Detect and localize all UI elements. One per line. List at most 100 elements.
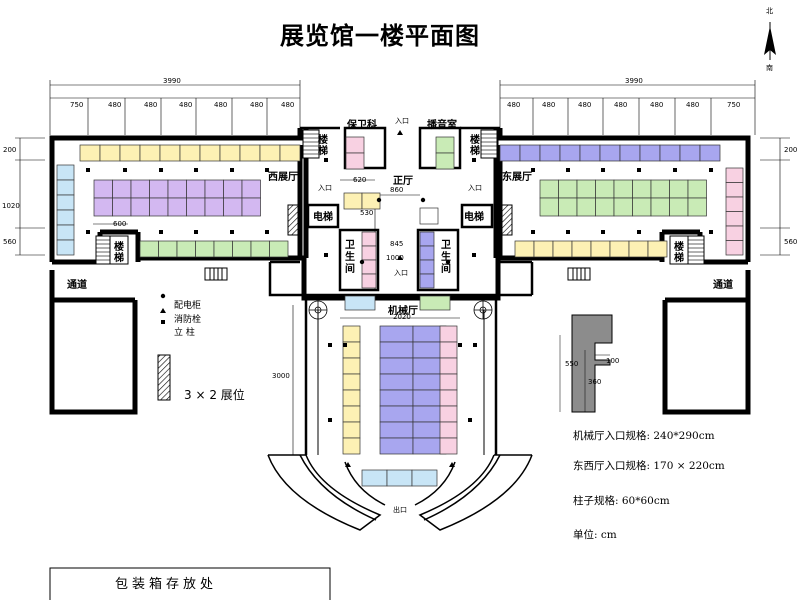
legend-hydrant: 消防栓: [174, 315, 202, 325]
booth-cell: [379, 341, 414, 359]
booth-cell: [79, 144, 101, 162]
booth-cell: [342, 373, 361, 391]
dim-480: 480: [179, 101, 193, 109]
booth-cell: [342, 421, 361, 439]
booth-cell: [599, 144, 621, 162]
booth-cell: [558, 179, 578, 199]
booth-cell: [439, 389, 458, 407]
west-entrance: 入口: [318, 184, 332, 192]
booth-group-center-pink: [345, 136, 365, 170]
booth-cell: [632, 197, 652, 217]
column-marker: [709, 230, 713, 234]
booth-cell: [119, 144, 141, 162]
booth-group-hall-green: [419, 295, 451, 311]
marker-layer: [86, 130, 713, 467]
booth-cell: [579, 144, 601, 162]
booth-cell: [590, 240, 611, 258]
booth-group-east-center: [539, 179, 707, 217]
booth-cell: [439, 341, 458, 359]
dim-560-left: 560: [3, 238, 17, 246]
booth-cell: [439, 421, 458, 439]
booth-group-west-center: [93, 179, 261, 217]
dim-550: 550: [565, 360, 579, 368]
booth-cell: [56, 194, 75, 211]
stairs-west-top-label: 楼梯: [318, 135, 328, 157]
booth-cell: [439, 405, 458, 423]
booth-cell: [552, 240, 573, 258]
booth-cell: [241, 197, 261, 217]
booth-cell: [241, 179, 261, 199]
booth-cell: [361, 273, 377, 289]
booth-cell: [342, 325, 361, 343]
booth-cell: [419, 295, 451, 311]
booth-cell: [167, 197, 187, 217]
room-east-hall: 东展厅: [502, 172, 532, 183]
dim-560-right: 560: [784, 238, 798, 246]
compass-icon: [764, 22, 776, 60]
column-marker: [324, 158, 328, 162]
column-marker: [566, 230, 570, 234]
dim-620: 620: [353, 176, 367, 184]
booth-group-center-white: [419, 207, 439, 225]
room-elevator-west: 电梯: [313, 212, 333, 223]
page-title: 展览馆一楼平面图: [280, 22, 480, 50]
booth-cell: [539, 144, 561, 162]
booth-cell: [725, 225, 744, 241]
booth-cell: [99, 144, 121, 162]
booth-cell: [186, 179, 206, 199]
column-marker: [472, 253, 476, 257]
column-marker: [458, 343, 462, 347]
room-broadcast: 播音室: [427, 120, 457, 131]
booth-cell: [56, 209, 75, 226]
booth-cell: [725, 240, 744, 256]
booth-cell: [379, 373, 414, 391]
booth-cell: [149, 197, 169, 217]
booth-cell: [419, 245, 435, 261]
booth-cell: [56, 164, 75, 181]
stairs-east-label: 楼梯: [674, 242, 684, 264]
booth-cell: [112, 179, 132, 199]
booth-cell: [619, 144, 641, 162]
booth-group-east-top: [499, 144, 721, 162]
power-cabinet-marker: [359, 259, 365, 265]
dim-200-right: 200: [784, 146, 798, 154]
legend-booth: 3 × 2 展位: [184, 388, 245, 402]
booth-cell: [269, 240, 289, 258]
booth-cell: [559, 144, 581, 162]
booth-cell: [379, 405, 414, 423]
walls: [49, 128, 751, 415]
spiral-stair-east: [473, 300, 493, 320]
booth-cell: [687, 197, 707, 217]
booth-cell: [576, 179, 596, 199]
hydrant-marker: [397, 130, 403, 135]
room-machinery-hall: 机械厅: [388, 306, 418, 317]
inner-walls: [268, 126, 534, 455]
packing-area: [49, 567, 331, 600]
booth-group-toilet-pink: [361, 231, 377, 289]
room-main-hall: 正厅: [393, 176, 413, 187]
booth-group-hall-blue: [344, 295, 376, 311]
booth-cell: [176, 240, 196, 258]
room-elevator-east: 电梯: [464, 212, 484, 223]
booth-group-west-top: [79, 144, 301, 162]
booth-hatch-east: [501, 204, 513, 236]
booth-cell: [725, 167, 744, 183]
booth-cell: [199, 144, 221, 162]
column-marker: [194, 230, 198, 234]
booth-cell: [93, 179, 113, 199]
booth-cell: [213, 240, 233, 258]
booth-cell: [379, 357, 414, 375]
room-toilet-west: 卫生间: [345, 240, 355, 275]
legend-column: 立 柱: [174, 328, 195, 338]
booth-cell: [343, 192, 363, 210]
dim-480: 480: [507, 101, 521, 109]
booth-cell: [342, 437, 361, 455]
column-marker: [328, 343, 332, 347]
booth-cell: [386, 469, 413, 487]
booth-cell: [659, 144, 681, 162]
booth-cell: [223, 197, 243, 217]
booth-cell: [149, 179, 169, 199]
booth-cell: [439, 373, 458, 391]
power-cabinet-marker: [376, 197, 382, 203]
packing-label: 包装箱存放处: [115, 577, 218, 592]
